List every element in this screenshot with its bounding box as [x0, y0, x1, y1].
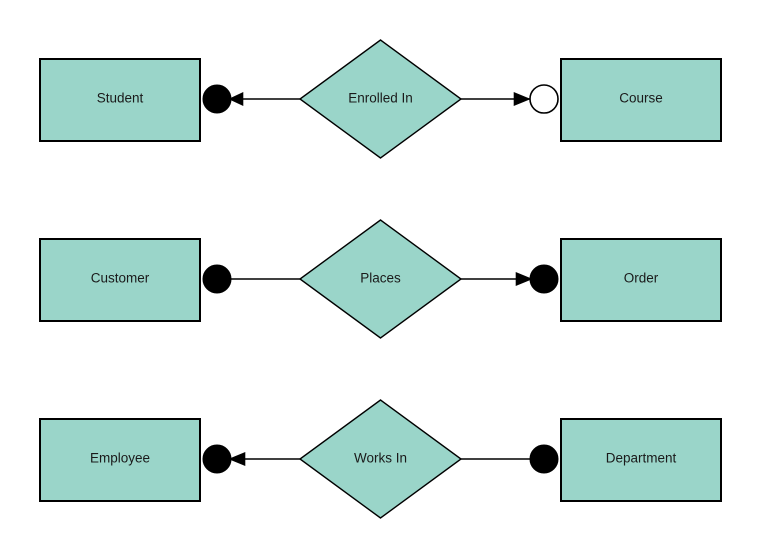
entity-label-customer: Customer	[91, 271, 150, 286]
connector-open-circle-course[interactable]	[529, 84, 559, 114]
connector-filled-circle-employee[interactable]	[202, 444, 232, 474]
connector-filled-circle-student[interactable]	[202, 84, 232, 114]
entity-box-order[interactable]	[560, 238, 722, 322]
arrowhead-left-student	[228, 92, 244, 106]
relationship-group-places[interactable]: Customer Places Order	[39, 219, 722, 339]
entity-label-course: Course	[619, 91, 663, 106]
relationship-label-enrolled-in: Enrolled In	[348, 91, 413, 106]
entity-box-department[interactable]	[560, 418, 722, 502]
entity-label-student: Student	[97, 91, 144, 106]
relationship-diamond-places[interactable]	[298, 219, 463, 339]
entity-box-course[interactable]	[560, 58, 722, 142]
entity-box-customer[interactable]	[39, 238, 201, 322]
relationship-group-enrolled-in[interactable]: Student Enrolled In Course	[39, 39, 722, 159]
arrowhead-left-employee	[228, 452, 246, 466]
entity-label-department: Department	[606, 451, 677, 466]
connector-filled-circle-customer[interactable]	[202, 264, 232, 294]
arrowhead-right-order	[515, 272, 533, 286]
entity-label-employee: Employee	[90, 451, 150, 466]
relationship-label-places: Places	[360, 271, 401, 286]
relationship-diamond-works-in[interactable]	[298, 399, 463, 519]
entity-box-employee[interactable]	[39, 418, 201, 502]
connector-filled-circle-department[interactable]	[529, 444, 559, 474]
arrowhead-right-course	[513, 92, 531, 106]
relationship-label-works-in: Works In	[354, 451, 407, 466]
entity-label-order: Order	[624, 271, 659, 286]
connector-filled-circle-order[interactable]	[529, 264, 559, 294]
relationship-group-works-in[interactable]: Employee Works In Department	[39, 399, 722, 519]
entity-box-student[interactable]	[39, 58, 201, 142]
relationship-diamond-enrolled-in[interactable]	[298, 39, 463, 159]
